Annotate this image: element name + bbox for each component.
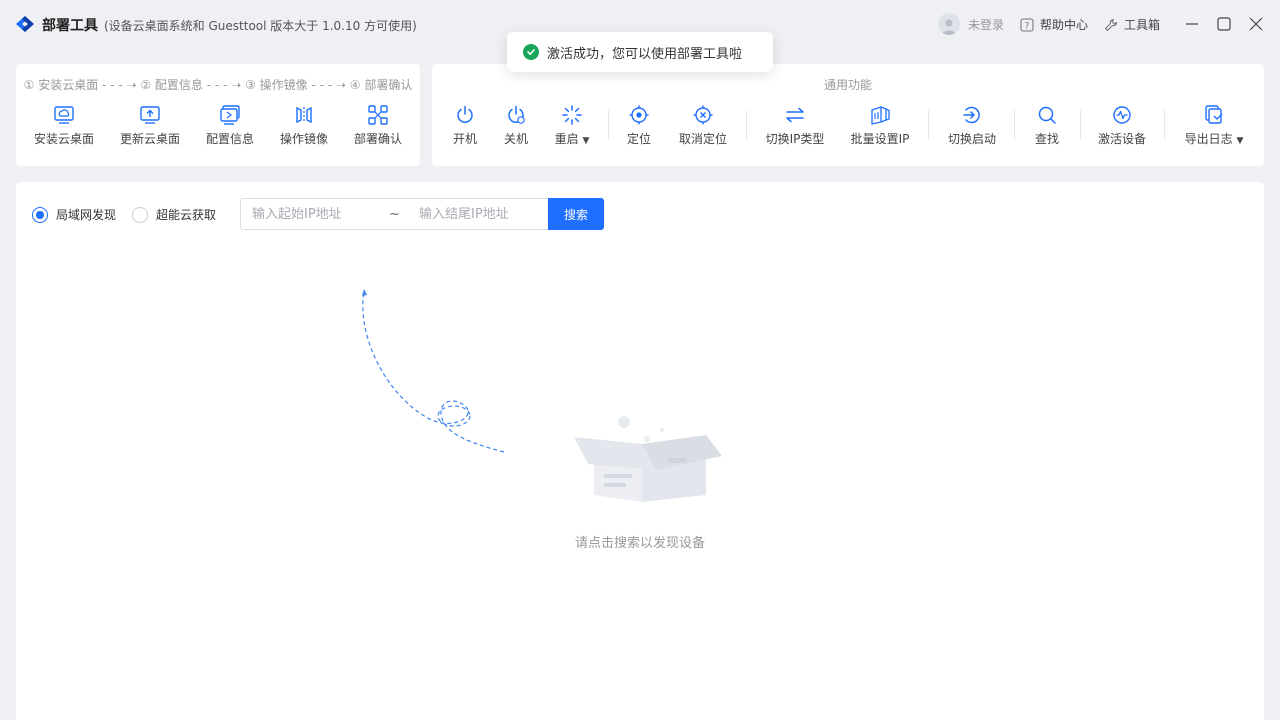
- toolbar-divider: [1080, 110, 1081, 140]
- toolbox-button[interactable]: 工具箱: [1104, 16, 1160, 33]
- cancel-locate-icon: [693, 105, 713, 125]
- minimize-icon[interactable]: [1182, 14, 1202, 34]
- device-discovery-area: 局域网发现 超能云获取 ~ 搜索 请点击搜索以发现设备: [16, 182, 1264, 720]
- help-center-button[interactable]: ? 帮助中心: [1020, 16, 1088, 33]
- radio-lan-label: 局域网发现: [56, 208, 117, 222]
- toolbar-divider: [1014, 110, 1015, 140]
- switch-ip-button[interactable]: 切换IP类型: [762, 104, 828, 147]
- restart-button[interactable]: 重启 ▼: [550, 104, 594, 147]
- search-icon: [1038, 106, 1056, 124]
- empty-state-message: 请点击搜索以发现设备: [574, 536, 705, 551]
- discovery-mode-radios: 局域网发现 超能云获取: [32, 206, 232, 223]
- restart-dropdown-icon[interactable]: ▼: [582, 136, 590, 146]
- restart-label: 重启: [554, 132, 579, 146]
- batch-ip-icon: [871, 106, 890, 125]
- deploy-steps-panel: ① 安装云桌面 - - - ➝ ② 配置信息 - - - ➝ ③ 操作镜像 - …: [16, 64, 420, 166]
- export-log-button[interactable]: 导出日志 ▼: [1180, 104, 1248, 147]
- config-info-icon: [220, 105, 240, 125]
- cancel-locate-button[interactable]: 取消定位: [674, 104, 732, 147]
- activate-icon: [1113, 106, 1131, 124]
- restart-icon: [562, 105, 582, 125]
- search-button[interactable]: 搜索: [548, 198, 604, 230]
- config-info-label: 配置信息: [205, 132, 254, 146]
- update-desktop-icon: [140, 106, 160, 124]
- cancel-locate-label: 取消定位: [678, 132, 727, 146]
- end-ip-input[interactable]: [408, 206, 548, 222]
- export-log-label: 导出日志: [1184, 132, 1233, 146]
- app-subtitle: (设备云桌面系统和 Guesttool 版本大于 1.0.10 方可使用): [104, 19, 417, 33]
- batch-ip-button[interactable]: 批量设置IP: [846, 104, 914, 147]
- deploy-confirm-button[interactable]: 部署确认: [350, 104, 406, 147]
- radio-cloud-fetch[interactable]: 超能云获取: [132, 206, 216, 223]
- start-ip-input[interactable]: [241, 206, 381, 222]
- app-title: 部署工具: [42, 18, 98, 34]
- install-desktop-icon: [54, 106, 74, 124]
- power-on-button[interactable]: 开机: [448, 104, 482, 147]
- radio-lan-discovery[interactable]: 局域网发现: [32, 206, 116, 223]
- deploy-confirm-label: 部署确认: [353, 132, 402, 146]
- avatar-icon: [938, 13, 960, 35]
- search-tool-label: 查找: [1034, 132, 1059, 146]
- common-functions-title: 通用功能: [823, 78, 872, 92]
- radio-dot: [132, 206, 149, 223]
- range-separator: ~: [389, 206, 400, 222]
- radio-dot: [32, 206, 48, 223]
- toolbox-label: 工具箱: [1124, 18, 1161, 32]
- update-desktop-button[interactable]: 更新云桌面: [116, 104, 184, 147]
- help-icon: ?: [1020, 17, 1034, 32]
- login-status[interactable]: 未登录: [938, 13, 1004, 35]
- activate-device-label: 激活设备: [1097, 132, 1146, 146]
- svg-text:?: ?: [1025, 21, 1030, 31]
- mirror-icon: [296, 106, 312, 124]
- common-functions-panel: 通用功能 开机 关机 重启 ▼: [432, 64, 1264, 166]
- install-desktop-button[interactable]: 安装云桌面: [32, 104, 96, 147]
- switch-boot-label: 切换启动: [947, 132, 996, 146]
- switch-boot-button[interactable]: 切换启动: [944, 104, 1000, 147]
- mirror-label: 操作镜像: [279, 132, 328, 146]
- wrench-icon: [1104, 18, 1118, 31]
- search-tool-button[interactable]: 查找: [1030, 104, 1064, 147]
- mirror-button[interactable]: 操作镜像: [276, 104, 332, 147]
- toolbar-divider: [1164, 110, 1165, 140]
- config-info-button[interactable]: 配置信息: [202, 104, 258, 147]
- power-off-icon: [508, 105, 525, 124]
- help-center-label: 帮助中心: [1040, 18, 1089, 32]
- app-logo-icon: [16, 16, 34, 32]
- deploy-steps-text: ① 安装云桌面 - - - ➝ ② 配置信息 - - - ➝ ③ 操作镜像 - …: [23, 78, 413, 92]
- deploy-confirm-icon: [368, 105, 388, 125]
- check-circle-icon: [523, 44, 539, 60]
- close-icon[interactable]: [1246, 14, 1266, 34]
- locate-icon: [629, 105, 649, 125]
- locate-label: 定位: [626, 132, 651, 146]
- export-log-icon: [1205, 105, 1223, 124]
- ip-range-input-group: ~: [240, 198, 548, 230]
- toolbar-divider: [928, 110, 929, 140]
- power-on-icon: [457, 105, 473, 123]
- login-label: 未登录: [968, 17, 1005, 32]
- toolbar-divider: [746, 110, 747, 140]
- install-desktop-label: 安装云桌面: [33, 132, 94, 146]
- toolbar-divider: [608, 110, 609, 140]
- switch-ip-icon: [786, 107, 804, 123]
- power-on-label: 开机: [452, 132, 477, 146]
- maximize-icon[interactable]: [1214, 14, 1234, 34]
- switch-boot-icon: [963, 106, 980, 124]
- empty-box-illustration: [362, 289, 722, 502]
- locate-button[interactable]: 定位: [622, 104, 656, 147]
- activate-device-button[interactable]: 激活设备: [1094, 104, 1150, 147]
- update-desktop-label: 更新云桌面: [119, 132, 180, 146]
- power-off-button[interactable]: 关机: [499, 104, 533, 147]
- toast-message: 激活成功，您可以使用部署工具啦: [547, 46, 743, 62]
- success-toast: 激活成功，您可以使用部署工具啦: [507, 32, 773, 72]
- power-off-label: 关机: [503, 132, 528, 146]
- radio-cloud-label: 超能云获取: [156, 208, 217, 222]
- batch-ip-label: 批量设置IP: [850, 132, 910, 146]
- switch-ip-label: 切换IP类型: [765, 132, 825, 146]
- export-log-dropdown-icon[interactable]: ▼: [1236, 136, 1244, 146]
